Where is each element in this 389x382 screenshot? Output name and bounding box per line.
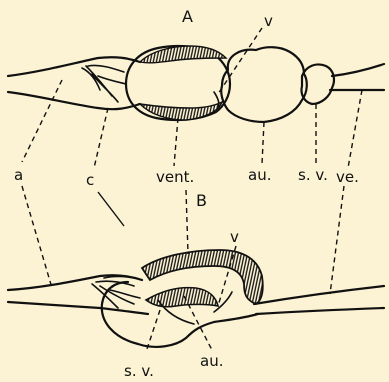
label-figure-a: A xyxy=(182,7,193,26)
leader-a-upper xyxy=(22,80,62,162)
label-sv-upper: s. v. xyxy=(298,166,328,184)
figure-b-ventricle-lower xyxy=(146,288,218,307)
leader-sv-lower xyxy=(146,310,160,352)
label-c: c xyxy=(86,171,94,189)
leader-v-upper xyxy=(218,28,262,94)
label-figure-b: B xyxy=(196,191,207,210)
leader-au-upper xyxy=(262,122,264,164)
leader-a-lower xyxy=(22,186,52,288)
label-v-upper: v xyxy=(264,12,273,30)
leader-ve-lower xyxy=(330,186,344,294)
label-a: a xyxy=(14,166,23,184)
label-vent: vent. xyxy=(156,168,194,186)
leader-vent-upper xyxy=(174,118,178,166)
leader-c-upper xyxy=(94,108,108,168)
label-au-upper: au. xyxy=(248,166,271,184)
label-au-lower: au. xyxy=(200,352,223,370)
figure-a-vein xyxy=(330,64,384,90)
figure-b xyxy=(8,250,384,347)
leader-c-lower xyxy=(98,192,124,226)
label-ve: ve. xyxy=(336,168,359,186)
figure-a-atrium xyxy=(221,47,307,122)
figure-a-vessel-branches xyxy=(82,65,126,102)
leader-ve-upper xyxy=(348,90,362,168)
figure-b-vessel-branches xyxy=(92,277,140,309)
label-v-lower: v xyxy=(230,228,239,246)
figure-b-vein xyxy=(254,286,384,314)
leader-vent-lower xyxy=(186,190,188,254)
figure-a xyxy=(8,46,384,122)
label-sv-lower: s. v. xyxy=(124,362,154,380)
